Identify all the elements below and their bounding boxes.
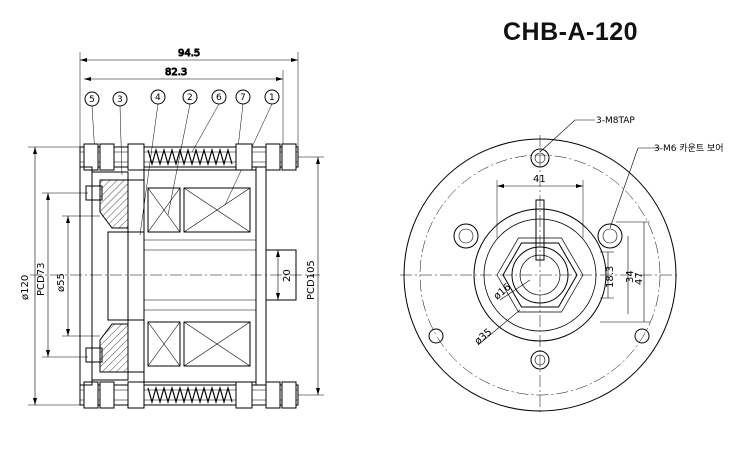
main-housing [143,169,257,383]
balloon-label-2: 2 [187,93,193,103]
balloon-label-4: 4 [155,93,161,103]
balloon-label-5: 5 [89,95,95,105]
right-flange-plate [255,166,267,386]
hatch-lower-hub [99,323,129,373]
drawing-title: CHB-A-120 [503,18,639,46]
top-bolt-assembly [79,143,299,171]
balloon-label-7: 7 [240,93,246,103]
front-view [400,119,680,415]
side-screw-lower [85,347,103,363]
label-bore55: ø55 [56,273,67,292]
leader-tap [539,119,595,153]
label-d35: ø35 [473,327,495,348]
leader-counterbore [609,147,660,229]
hatch-upper-hub [99,179,129,229]
label-pcd105: PCD105 [306,260,317,300]
label-h34: 34 [625,270,636,283]
label-overall-length: 94.5 [178,48,200,59]
label-h47: 47 [634,272,645,285]
label-inner-length: 82.3 [165,67,187,78]
balloon-label-3: 3 [117,95,123,105]
bearing-upper [147,187,251,233]
balloon-label-1: 1 [269,93,275,103]
side-section-view: 94.5 82.3 5 3 4 [28,48,324,409]
small-hole-right [634,328,650,344]
dim-overall-length [79,52,299,150]
center-hub [107,231,145,321]
bottom-bolt-assembly [79,381,299,409]
dim-inner-length [84,70,284,150]
label-outer-diameter: ø120 [20,275,31,300]
label-hex41: 41 [533,174,546,185]
label-pcd73: PCD73 [36,263,47,296]
note-tap: 3-M8TAP [596,116,635,126]
note-counterbore: 3-M6 카운트 보어 [654,143,724,154]
part-balloons [84,89,280,236]
bearing-lower [147,321,251,367]
balloon-label-6: 6 [216,93,222,103]
label-d16: ø16 [492,282,514,303]
counterbore-hole-right [597,223,623,249]
small-hole-left [428,328,444,344]
friction-plate [127,179,145,373]
label-width20: 20 [282,269,293,282]
counterbore-hole-left [453,223,479,249]
label-d18-3: 18.3 [605,266,616,288]
